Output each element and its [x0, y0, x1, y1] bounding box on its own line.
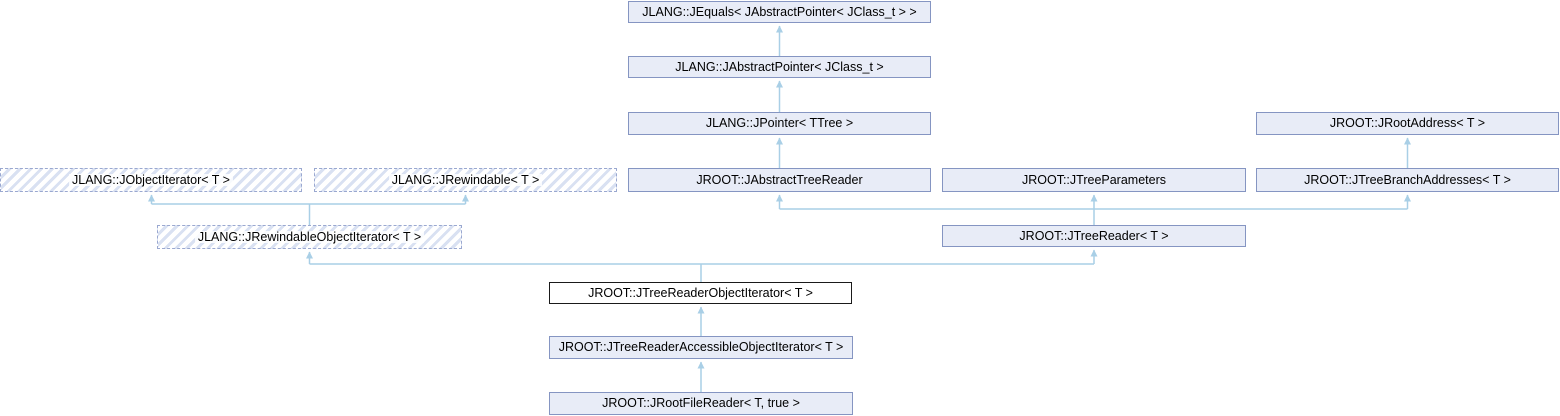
- class-node-label: JROOT::JTreeBranchAddresses< T >: [1304, 172, 1511, 187]
- class-node-jroot-address[interactable]: JROOT::JRootAddress< T >: [1256, 112, 1559, 135]
- class-node-jpointer[interactable]: JLANG::JPointer< TTree >: [628, 112, 931, 135]
- class-node-jroot-file-reader[interactable]: JROOT::JRootFileReader< T, true >: [549, 392, 853, 415]
- class-node-jobject-iterator: JLANG::JObjectIterator< T >: [0, 168, 302, 192]
- class-node-label: JLANG::JRewindable< T >: [388, 174, 543, 187]
- class-node-jabstract-tree-reader[interactable]: JROOT::JAbstractTreeReader: [628, 168, 931, 192]
- class-node-jtree-parameters[interactable]: JROOT::JTreeParameters: [942, 168, 1246, 192]
- class-node-label: JLANG::JRewindableObjectIterator< T >: [194, 231, 425, 244]
- class-node-jequals[interactable]: JLANG::JEquals< JAbstractPointer< JClass…: [628, 1, 931, 23]
- class-node-label: JLANG::JPointer< TTree >: [705, 116, 854, 131]
- class-node-label: JROOT::JTreeParameters: [1021, 172, 1166, 187]
- class-node-label: JLANG::JEquals< JAbstractPointer< JClass…: [642, 4, 917, 19]
- class-node-label: JROOT::JRootFileReader< T, true >: [602, 396, 800, 411]
- class-node-label: JROOT::JTreeReaderObjectIterator< T >: [588, 285, 813, 300]
- class-node-jtree-branch-addresses[interactable]: JROOT::JTreeBranchAddresses< T >: [1256, 168, 1559, 192]
- class-node-jrewindable-object-iterator: JLANG::JRewindableObjectIterator< T >: [157, 225, 462, 249]
- class-node-jabstract-pointer[interactable]: JLANG::JAbstractPointer< JClass_t >: [628, 56, 931, 78]
- class-node-jtree-reader-accessible-object-iterator[interactable]: JROOT::JTreeReaderAccessibleObjectIterat…: [549, 336, 853, 359]
- class-node-label: JLANG::JAbstractPointer< JClass_t >: [675, 59, 884, 74]
- class-node-jtree-reader-object-iterator: JROOT::JTreeReaderObjectIterator< T >: [549, 282, 852, 304]
- class-node-label: JROOT::JTreeReader< T >: [1019, 228, 1169, 243]
- class-node-label: JLANG::JObjectIterator< T >: [69, 174, 233, 187]
- class-node-jtree-reader[interactable]: JROOT::JTreeReader< T >: [942, 225, 1246, 247]
- class-node-label: JROOT::JAbstractTreeReader: [696, 172, 863, 187]
- class-node-label: JROOT::JTreeReaderAccessibleObjectIterat…: [558, 340, 844, 355]
- class-node-jrewindable: JLANG::JRewindable< T >: [314, 168, 617, 192]
- class-node-label: JROOT::JRootAddress< T >: [1329, 116, 1486, 131]
